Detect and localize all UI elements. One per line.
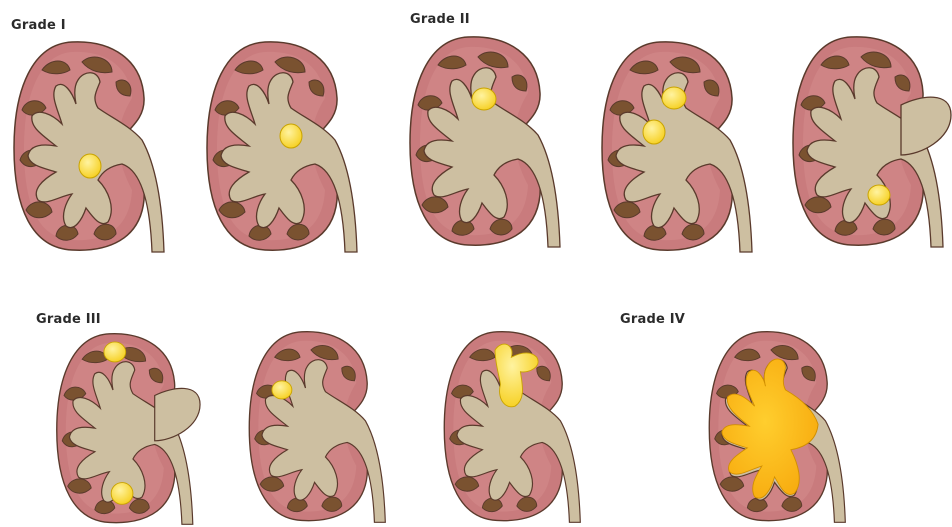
stone — [868, 185, 890, 205]
stone — [111, 483, 133, 505]
stone — [662, 87, 686, 109]
stone — [104, 342, 126, 362]
kidney-grade-2-b — [600, 40, 760, 255]
stone — [472, 88, 496, 110]
grade-3-label: Grade III — [36, 312, 101, 327]
stone — [79, 154, 101, 178]
kidney-grade-3-c — [440, 330, 590, 525]
grade-4-label: Grade IV — [620, 312, 685, 327]
grade-1-label: Grade I — [11, 18, 66, 33]
kidney-grade-2-c — [790, 35, 952, 250]
stone — [280, 124, 302, 148]
kidney-grade-4 — [700, 330, 860, 525]
kidney-grade-1-a — [12, 40, 172, 255]
grade-2-label: Grade II — [410, 12, 470, 27]
kidney-grade-3-b — [245, 330, 395, 525]
kidney-grade-2-a — [408, 35, 568, 250]
stone — [272, 381, 292, 399]
kidney-grade-1-b — [205, 40, 365, 255]
kidney-grade-3-a — [40, 332, 215, 527]
stone — [643, 120, 665, 144]
